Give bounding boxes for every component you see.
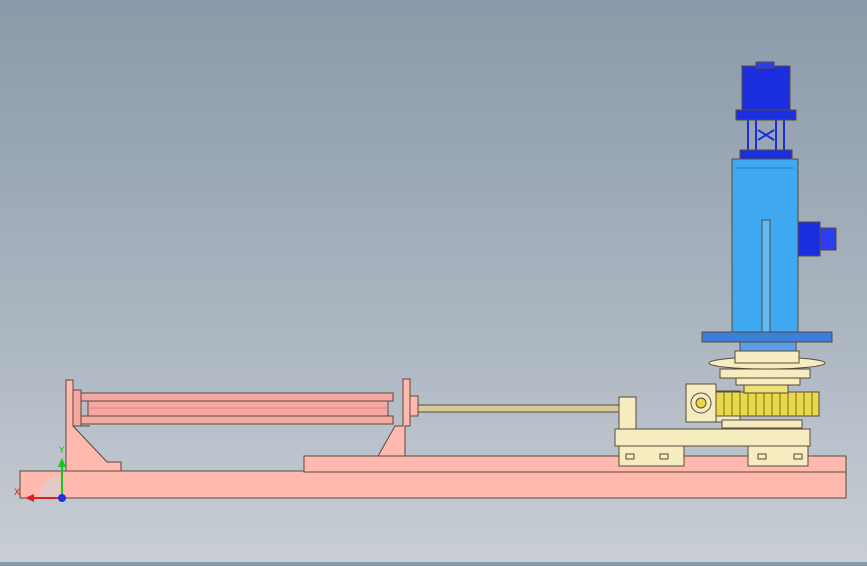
top-motor-assembly <box>735 61 797 160</box>
hydraulic-cylinder <box>72 389 394 427</box>
triad-view-quadrant <box>40 476 62 498</box>
gear-train <box>715 383 820 417</box>
triad-y-label: Y <box>58 446 65 456</box>
base-plate <box>19 470 847 499</box>
coordinate-triad: Y X <box>14 446 66 502</box>
side-motor <box>797 221 837 257</box>
column-flange <box>701 331 833 352</box>
main-column <box>731 158 799 333</box>
triad-x-label: X <box>14 488 20 498</box>
piston-rod <box>417 404 621 413</box>
sliding-carriage <box>614 396 811 467</box>
triad-y-arrow <box>58 458 66 467</box>
turntable-discs <box>708 350 826 386</box>
triad-x-arrow <box>25 494 34 502</box>
base-raised-section <box>303 455 847 473</box>
triad-z-axis <box>58 494 66 502</box>
